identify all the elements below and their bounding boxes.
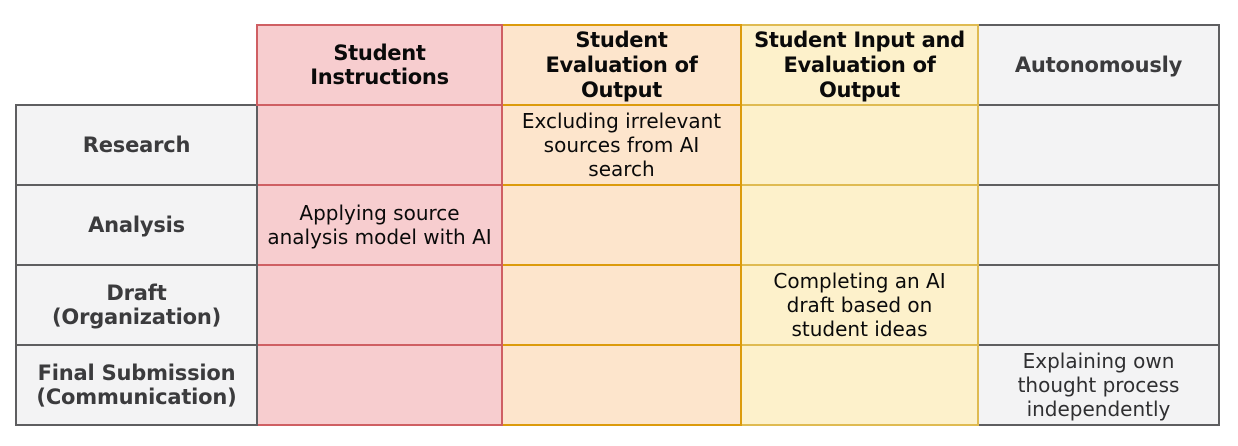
- cell-draft-student-evaluation-of-output: [501, 264, 742, 347]
- row-label-draft-line1: Draft: [106, 281, 167, 306]
- cell-draft-autonomously: [977, 264, 1220, 347]
- cell-analysis-student-instructions: Applying source analysis model with AI: [256, 184, 503, 267]
- column-header-student-instructions: Student Instructions: [256, 23, 503, 107]
- ai-usage-matrix: Student Instructions Student Evaluation …: [15, 23, 1220, 427]
- cell-final-submission-autonomously: Explaining own thought process independe…: [977, 344, 1220, 427]
- cell-research-student-input-and-evaluation-of-output: [740, 104, 979, 187]
- cell-draft-student-input-and-evaluation-of-output: Completing an AI draft based on student …: [740, 264, 979, 347]
- table-row: Final Submission (Communication) Explain…: [15, 344, 1220, 427]
- row-label-final-submission-line1: Final Submission: [37, 361, 236, 386]
- row-label-draft-organization: Draft (Organization): [15, 264, 258, 347]
- row-label-analysis: Analysis: [15, 184, 258, 267]
- cell-research-autonomously: [977, 104, 1220, 187]
- cell-analysis-student-evaluation-of-output: [501, 184, 742, 267]
- table-row: Analysis Applying source analysis model …: [15, 184, 1220, 267]
- cell-research-student-instructions: [256, 104, 503, 187]
- cell-research-student-evaluation-of-output: Excluding irrelevant sources from AI sea…: [501, 104, 742, 187]
- cell-final-submission-student-instructions: [256, 344, 503, 427]
- column-header-student-evaluation-of-output: Student Evaluation of Output: [501, 23, 742, 107]
- cell-analysis-autonomously: [977, 184, 1220, 267]
- table-row: Draft (Organization) Completing an AI dr…: [15, 264, 1220, 347]
- matrix-table: Student Instructions Student Evaluation …: [15, 23, 1220, 427]
- row-label-draft-line2: (Organization): [52, 305, 221, 330]
- corner-cell: [16, 25, 257, 106]
- column-header-autonomously: Autonomously: [977, 23, 1220, 107]
- cell-analysis-student-input-and-evaluation-of-output: [740, 184, 979, 267]
- cell-final-submission-student-evaluation-of-output: [501, 344, 742, 427]
- table-row: Research Excluding irrelevant sources fr…: [15, 104, 1220, 187]
- row-label-final-submission-line2: (Communication): [36, 385, 237, 410]
- row-label-final-submission-communication: Final Submission (Communication): [15, 344, 258, 427]
- row-label-research: Research: [15, 104, 258, 187]
- table-header-row: Student Instructions Student Evaluation …: [16, 23, 1220, 107]
- column-header-student-input-and-evaluation-of-output: Student Input and Evaluation of Output: [740, 23, 979, 107]
- cell-draft-student-instructions: [256, 264, 503, 347]
- cell-final-submission-student-input-and-evaluation-of-output: [740, 344, 979, 427]
